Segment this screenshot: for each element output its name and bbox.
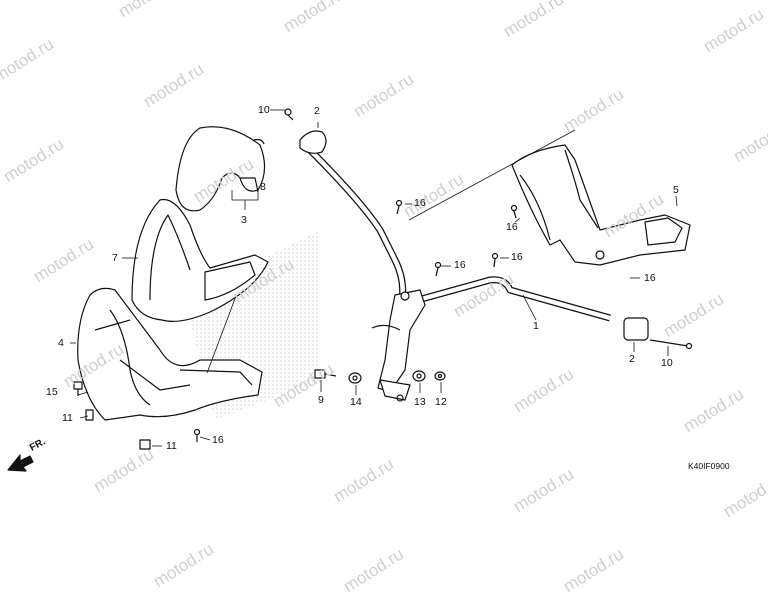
callout-10-top: 10 (258, 104, 270, 116)
nut-13 (412, 370, 426, 382)
callout-2-right: 2 (629, 353, 635, 365)
diagram-code: K40IF0900 (688, 461, 730, 471)
callout-16c: 16 (454, 259, 466, 271)
screw-10-right (649, 339, 693, 350)
front-arrow (7, 454, 34, 472)
callout-4: 4 (58, 337, 64, 349)
upper-cover (131, 198, 269, 322)
weight-top (299, 130, 327, 154)
callout-12: 12 (435, 396, 447, 408)
callout-11b: 11 (166, 440, 177, 452)
bolt-9 (314, 369, 337, 379)
front-cover (511, 144, 691, 266)
screw-10-top (284, 108, 294, 121)
handlebar (307, 147, 611, 402)
callout-15: 15 (46, 386, 58, 398)
callout-1: 1 (533, 320, 539, 332)
callout-5: 5 (673, 184, 679, 196)
callout-16a: 16 (212, 434, 224, 446)
parts-diagram (7, 108, 693, 472)
callout-16e: 16 (506, 221, 518, 233)
screw-16e (510, 204, 518, 219)
screw-16a (193, 428, 201, 442)
clip-11b (139, 439, 151, 450)
top-cover (175, 126, 266, 212)
screw-16d (491, 252, 499, 268)
lower-cover (77, 287, 263, 421)
weight-right (623, 317, 649, 341)
leader-lines (70, 109, 678, 447)
callout-16f: 16 (644, 272, 656, 284)
callout-16d: 16 (511, 251, 523, 263)
callout-10-right: 10 (661, 357, 673, 369)
screw-16c (434, 261, 442, 277)
callout-16b: 16 (414, 197, 426, 209)
clip-11a (85, 409, 94, 421)
callout-11a: 11 (62, 412, 73, 424)
callout-14: 14 (350, 396, 362, 408)
callout-2-top: 2 (314, 105, 320, 117)
callout-3: 3 (241, 214, 247, 226)
washer-14 (348, 372, 362, 384)
screw-16b (395, 199, 403, 215)
callout-7: 7 (112, 252, 118, 264)
callout-8: 8 (260, 181, 266, 193)
washer-12 (434, 371, 446, 381)
callout-13: 13 (414, 396, 426, 408)
callout-9: 9 (318, 394, 324, 406)
